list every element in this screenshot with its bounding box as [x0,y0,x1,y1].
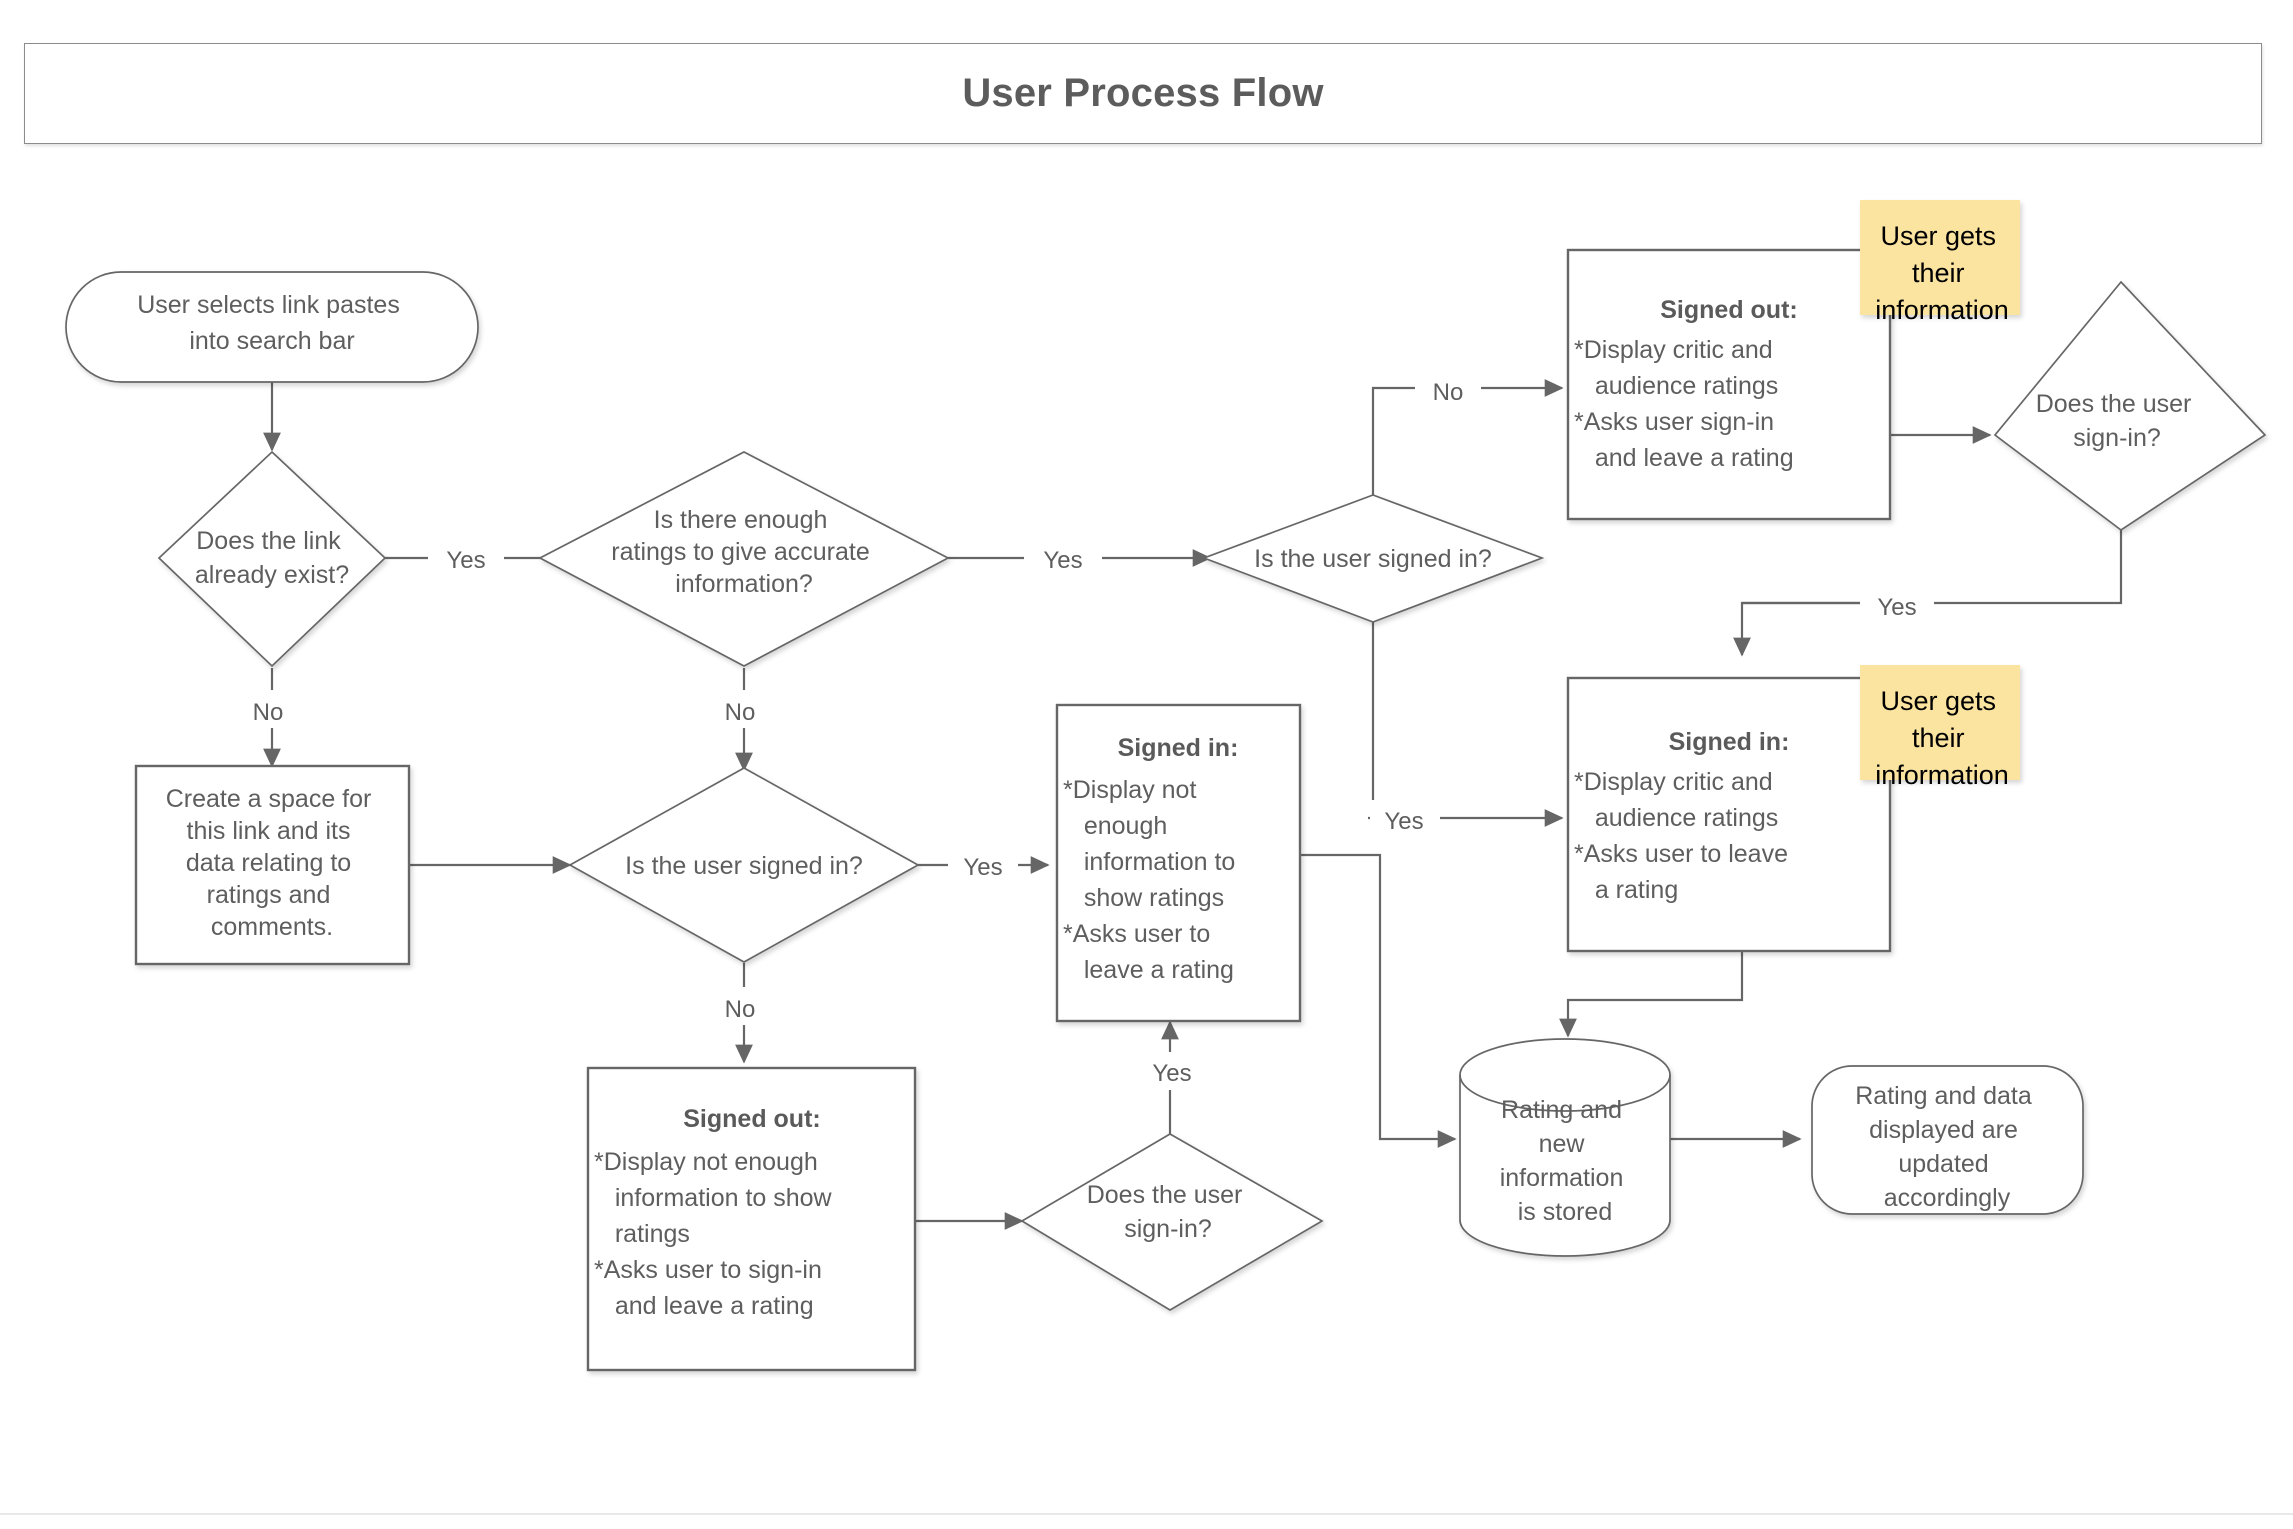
node-database-label: Rating and new information is stored [1500,1096,1631,1226]
edge-signed-in-right-to-database [1559,951,1744,1038]
node-start[interactable] [65,271,479,383]
node-signed-in-mid[interactable] [1055,703,1302,1023]
node-does-sign-in-bottom-label: Does the user sign-in? [1087,1181,1250,1243]
node-signed-out-bottom-label: *Display not enough information to show … [0,0,880,1320]
edge-label-signed-in-lower-no: No [725,996,756,1023]
node-signed-in-right-heading: Signed in: [1669,728,1790,756]
edge-label-layer: Yes No Yes No Yes No No Yes Yes Yes [240,370,1934,1090]
edge-signed-in-upper-no-a [1371,386,1419,495]
node-end[interactable] [1811,1065,2084,1215]
edge-label-link-exists-yes: Yes [446,547,485,574]
node-signed-in-mid-label: *Display not enough information to show … [0,0,1284,984]
node-does-sign-in-right[interactable] [1993,280,2267,532]
node-start-label: User selects link pastes into search bar [137,291,407,355]
node-signed-in-lower[interactable] [568,767,920,963]
edge-label-link-exists-no: No [253,699,284,726]
diagram-title-bar: User Process Flow [24,43,2262,144]
edge-label-enough-ratings-yes: Yes [1043,547,1082,574]
edge-signed-in-upper-yes-a [1368,622,1375,820]
sticky-note-top[interactable] [1860,200,2020,315]
node-create-space[interactable] [134,764,411,966]
node-signed-out-bottom[interactable] [586,1066,917,1372]
node-signed-out-top-label: *Display critic and audience ratings *As… [0,0,1828,472]
node-end-label: Rating and data displayed are updated ac… [1855,1082,2038,1212]
edge-label-signed-in-upper-yes: Yes [1384,808,1423,835]
sticky-note-right[interactable] [1860,665,2020,780]
node-link-exists-label: Does the link already exist? [195,527,349,589]
node-database[interactable] [1459,1038,1671,1257]
edge-label-signed-in-upper-no: No [1433,379,1464,406]
node-signed-in-lower-label: Is the user signed in? [625,852,863,880]
edge-label-does-sign-in-bottom-yes: Yes [1152,1060,1191,1087]
sticky-note-top-label: User gets their information [1875,221,2009,325]
node-does-sign-in-right-label: Does the user sign-in? [2036,390,2199,452]
node-signed-out-top[interactable] [1566,248,1892,521]
node-link-exists[interactable] [157,450,387,668]
node-signed-in-upper-label: Is the user signed in? [1254,545,1492,573]
node-signed-in-mid-heading: Signed in: [1118,734,1239,762]
edge-label-enough-ratings-no: No [725,699,756,726]
node-signed-in-upper[interactable] [1201,494,1545,623]
edge-label-signed-in-lower-yes: Yes [963,854,1002,881]
node-signed-in-right-label: *Display critic and audience ratings *As… [0,0,1837,904]
node-create-space-label: Create a space for this link and its dat… [166,785,379,941]
node-enough-ratings-label: Is there enough ratings to give accurate… [611,506,876,598]
node-signed-out-top-heading: Signed out: [1660,296,1797,324]
node-does-sign-in-bottom[interactable] [1020,1133,1324,1311]
node-enough-ratings[interactable] [538,451,950,667]
edge-label-does-sign-in-right-yes: Yes [1877,594,1916,621]
node-signed-out-bottom-heading: Signed out: [683,1105,820,1133]
page-title: User Process Flow [962,71,1324,115]
edge-signed-in-mid-to-database [1300,853,1457,1148]
edge-does-sign-in-right-yes-b [1733,601,1890,657]
node-signed-in-right[interactable] [1566,676,1892,953]
sticky-note-right-label: User gets their information [1875,686,2009,790]
